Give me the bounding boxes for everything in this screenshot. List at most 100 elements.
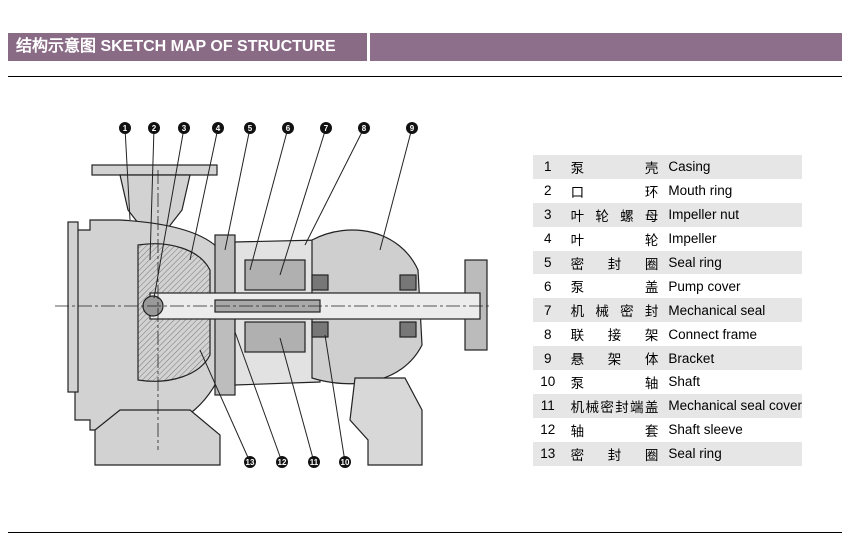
header-separator	[367, 33, 370, 61]
leader-line	[324, 334, 346, 463]
callout-badge	[244, 122, 256, 134]
part-name-cn: 叶轮螺母	[562, 202, 663, 227]
part-name-cn: 联接架	[570, 328, 659, 344]
part-name-cn: 密封圈	[562, 250, 663, 275]
part-number: 12	[540, 422, 556, 438]
callout-5: 5	[224, 122, 256, 251]
leader-line	[124, 127, 131, 221]
bottom-rule	[8, 532, 842, 533]
callout-number: 3	[182, 124, 187, 133]
callout-9: 9	[379, 122, 418, 251]
part-name-en: Mechanical seal	[662, 298, 802, 323]
part-name-en: Mechanical seal cover	[662, 393, 802, 418]
part-number: 9	[533, 346, 563, 371]
callout-badge	[320, 122, 332, 134]
part-name-en: Impeller nut	[662, 202, 802, 227]
part-name-en: Seal ring	[662, 441, 802, 466]
part-number: 7	[533, 298, 563, 323]
callout-badge	[406, 122, 418, 134]
leader-line	[189, 127, 219, 261]
part-number: 8	[544, 326, 552, 342]
part-number: 4	[544, 231, 552, 247]
callout-number: 7	[324, 124, 329, 133]
callout-number: 5	[248, 124, 253, 133]
callout-badge	[308, 456, 320, 468]
leader-line	[149, 127, 155, 261]
callout-7: 7	[279, 122, 332, 276]
callout-10: 10	[324, 334, 351, 468]
leader-line	[153, 127, 185, 299]
callout-number: 6	[286, 124, 291, 133]
part-name-en: Shaft	[668, 374, 700, 390]
part-number: 1	[533, 155, 563, 179]
part-name-en: Pump cover	[668, 278, 741, 294]
part-number: 11	[533, 393, 563, 418]
parts-row: 6 泵盖 Pump cover	[533, 274, 802, 298]
leader-line	[379, 127, 413, 251]
callout-number: 10	[341, 458, 350, 467]
parts-row: 2 口环 Mouth ring	[533, 179, 802, 203]
leader-line	[199, 349, 251, 463]
callouts-top: 1 2 3 4 5 6 7 8 9	[119, 122, 418, 299]
callout-badge	[178, 122, 190, 134]
parts-row: 12 轴套 Shaft sleeve	[533, 418, 802, 442]
part-name-cn: 悬架体	[562, 346, 663, 371]
part-number: 10	[540, 374, 556, 390]
callout-number: 1	[123, 124, 128, 133]
leader-line	[279, 337, 315, 463]
callout-number: 9	[410, 124, 415, 133]
part-number: 5	[533, 250, 563, 275]
callout-badge	[282, 122, 294, 134]
part-name-cn: 密封圈	[562, 441, 663, 466]
part-name-en: Seal ring	[662, 250, 802, 275]
part-name-en: Casing	[662, 155, 802, 179]
part-number: 13	[533, 441, 563, 466]
leader-line	[249, 127, 289, 271]
part-name-en: Connect frame	[668, 326, 757, 342]
leader-line	[224, 127, 251, 251]
callout-badge	[119, 122, 131, 134]
callout-13: 13	[199, 349, 256, 468]
part-name-cn: 泵盖	[570, 280, 659, 296]
callout-6: 6	[249, 122, 294, 271]
parts-row: 8 联接架 Connect frame	[533, 322, 802, 346]
callout-badge	[276, 456, 288, 468]
callout-badge	[244, 456, 256, 468]
callout-11: 11	[279, 337, 320, 468]
part-name-cn: 叶轮	[570, 232, 659, 248]
callout-2: 2	[148, 122, 160, 261]
callout-badge	[358, 122, 370, 134]
part-name-en: Shaft sleeve	[668, 422, 743, 438]
part-name-cn: 口环	[570, 184, 659, 200]
callout-8: 8	[304, 122, 370, 246]
top-rule	[8, 76, 842, 77]
callout-number: 8	[362, 124, 367, 133]
page-title: 结构示意图 SKETCH MAP OF STRUCTURE	[8, 33, 368, 61]
part-name-cn: 机械密封	[562, 298, 663, 323]
callout-1: 1	[119, 122, 131, 221]
leader-line	[234, 331, 283, 463]
part-name-en: Mouth ring	[668, 183, 733, 199]
callout-number: 13	[246, 458, 255, 467]
part-name-en: Impeller	[668, 231, 717, 247]
part-name-cn: 机械密封端盖	[562, 393, 663, 418]
part-name-cn: 轴套	[570, 423, 659, 439]
part-number: 6	[544, 278, 552, 294]
callout-badge	[148, 122, 160, 134]
part-number: 2	[544, 183, 552, 199]
callout-number: 4	[216, 124, 221, 133]
part-name-en: Bracket	[662, 346, 802, 371]
callout-number: 2	[152, 124, 157, 133]
callout-number: 12	[278, 458, 287, 467]
parts-row: 4 叶轮 Impeller	[533, 227, 802, 251]
